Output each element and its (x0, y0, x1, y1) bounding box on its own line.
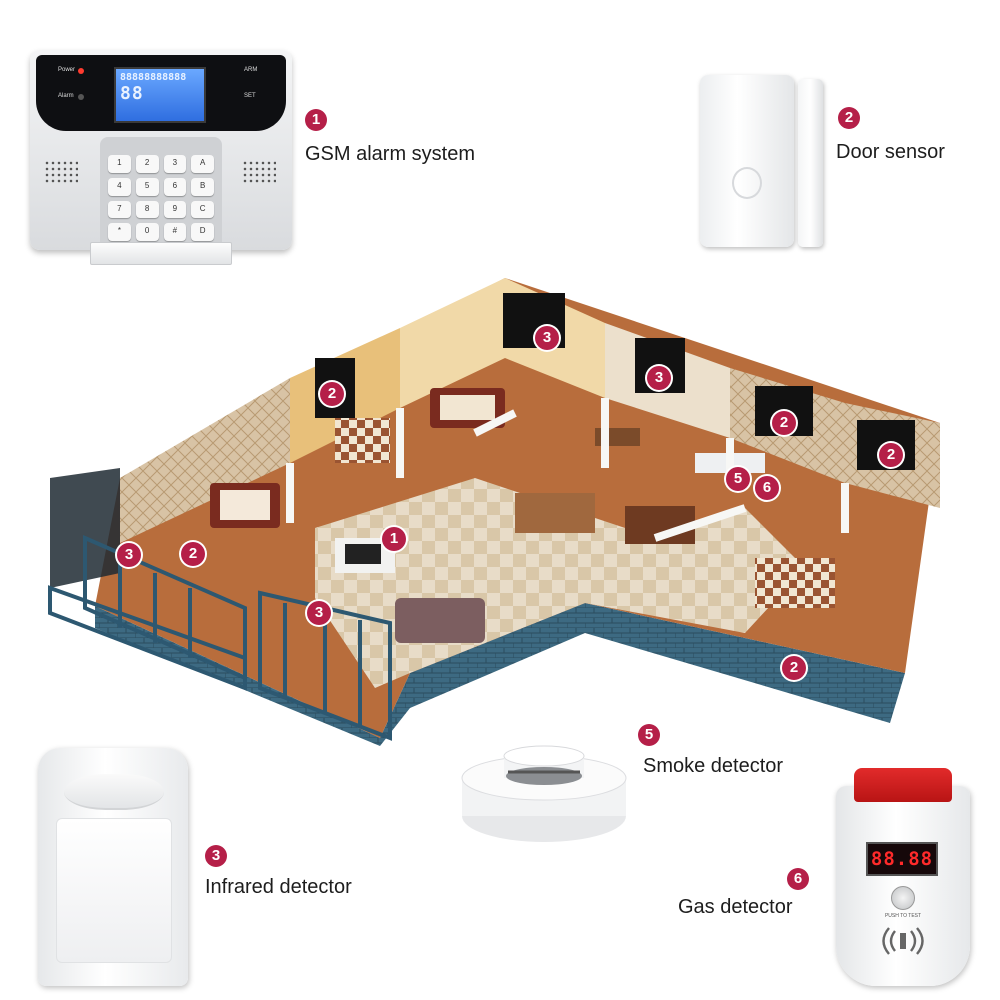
keypad-key: 8 (135, 200, 159, 219)
label-door-sensor: Door sensor (836, 141, 945, 163)
smoke-detector-svg (461, 745, 627, 842)
lcd-top-digits: 88888888888 (120, 72, 187, 83)
panel-stand (90, 242, 232, 265)
gas-detector-image: 88.88 PUSH TO TEST (836, 768, 970, 986)
house-marker: 1 (382, 527, 406, 551)
pir-face (56, 818, 172, 963)
house-marker: 3 (647, 366, 671, 390)
infrared-detector-image (38, 748, 188, 988)
keypad-key: 9 (163, 200, 187, 219)
badge-gsm: 1 (305, 109, 327, 131)
pir-lens (64, 774, 164, 810)
alarm-label: Alarm (58, 93, 74, 99)
door-sensor-magnet (798, 79, 823, 247)
house-marker: 2 (181, 542, 205, 566)
house-marker: 3 (535, 326, 559, 350)
label-gsm-alarm-system: GSM alarm system (305, 143, 476, 165)
gas-detector-display: 88.88 (866, 842, 938, 876)
house-marker: 2 (782, 656, 806, 680)
house-marker: 3 (307, 601, 331, 625)
label-gas-detector: Gas detector (678, 896, 793, 918)
keypad-key: B (191, 177, 214, 196)
alarm-led (78, 94, 84, 100)
badge-infrared: 3 (205, 845, 227, 867)
gas-vent-grille (882, 927, 924, 955)
door-sensor-body (700, 75, 794, 247)
gas-test-button (891, 886, 915, 910)
pir-shell (38, 748, 188, 986)
smoke-detector-image (458, 738, 630, 848)
keypad-key: 4 (108, 177, 131, 196)
gas-detector-body: 88.88 PUSH TO TEST (836, 786, 970, 986)
keypad-key: * (108, 223, 131, 241)
lcd-big-digits: 88 (120, 83, 144, 104)
label-infrared-detector: Infrared detector (205, 876, 352, 898)
gas-detector-red-cap (854, 768, 952, 802)
power-label: Power (58, 67, 76, 73)
speaker-grill-left (44, 160, 78, 184)
house-marker: 5 (726, 467, 750, 491)
house-marker: 2 (879, 443, 903, 467)
keypad: 1 2 3 A 4 5 6 B 7 8 9 C * 0 # D (100, 137, 222, 249)
keypad-key: 3 (163, 155, 187, 173)
keypad-key: 2 (135, 155, 159, 173)
keypad-key: D (191, 223, 214, 241)
badge-smoke: 5 (638, 724, 660, 746)
arm-label: ARM (244, 67, 258, 73)
set-label: SET (244, 93, 256, 99)
door-sensor-image (700, 75, 825, 250)
keypad-key: # (163, 223, 187, 241)
house-marker: 6 (755, 476, 779, 500)
panel-display-area: Power Alarm 88888888888 88 ARM SET (36, 55, 286, 131)
gsm-alarm-panel-image: Power Alarm 88888888888 88 ARM SET 1 2 3… (30, 50, 292, 265)
house-floorplan-illustration: 3 2 3 3 2 3 2 1 2 2 5 6 3 2 (45, 268, 945, 746)
speaker-grill-right (242, 160, 276, 184)
keypad-key: 7 (108, 200, 131, 219)
house-marker: 3 (117, 543, 141, 567)
badge-gas: 6 (787, 868, 809, 890)
gas-test-label: PUSH TO TEST (884, 913, 922, 919)
keypad-key: 0 (135, 223, 159, 241)
badge-door-sensor: 2 (838, 107, 860, 129)
house-svg (48, 278, 940, 746)
lcd-screen: 88888888888 88 (114, 67, 206, 123)
keypad-key: A (191, 155, 214, 173)
keypad-key: 5 (135, 177, 159, 196)
house-marker: 2 (320, 382, 344, 406)
house-marker: 2 (772, 411, 796, 435)
keypad-key: C (191, 200, 214, 219)
door-sensor-button (732, 167, 762, 199)
keypad-key: 6 (163, 177, 187, 196)
power-led (78, 68, 84, 74)
keypad-key: 1 (108, 155, 131, 173)
label-smoke-detector: Smoke detector (643, 755, 784, 777)
